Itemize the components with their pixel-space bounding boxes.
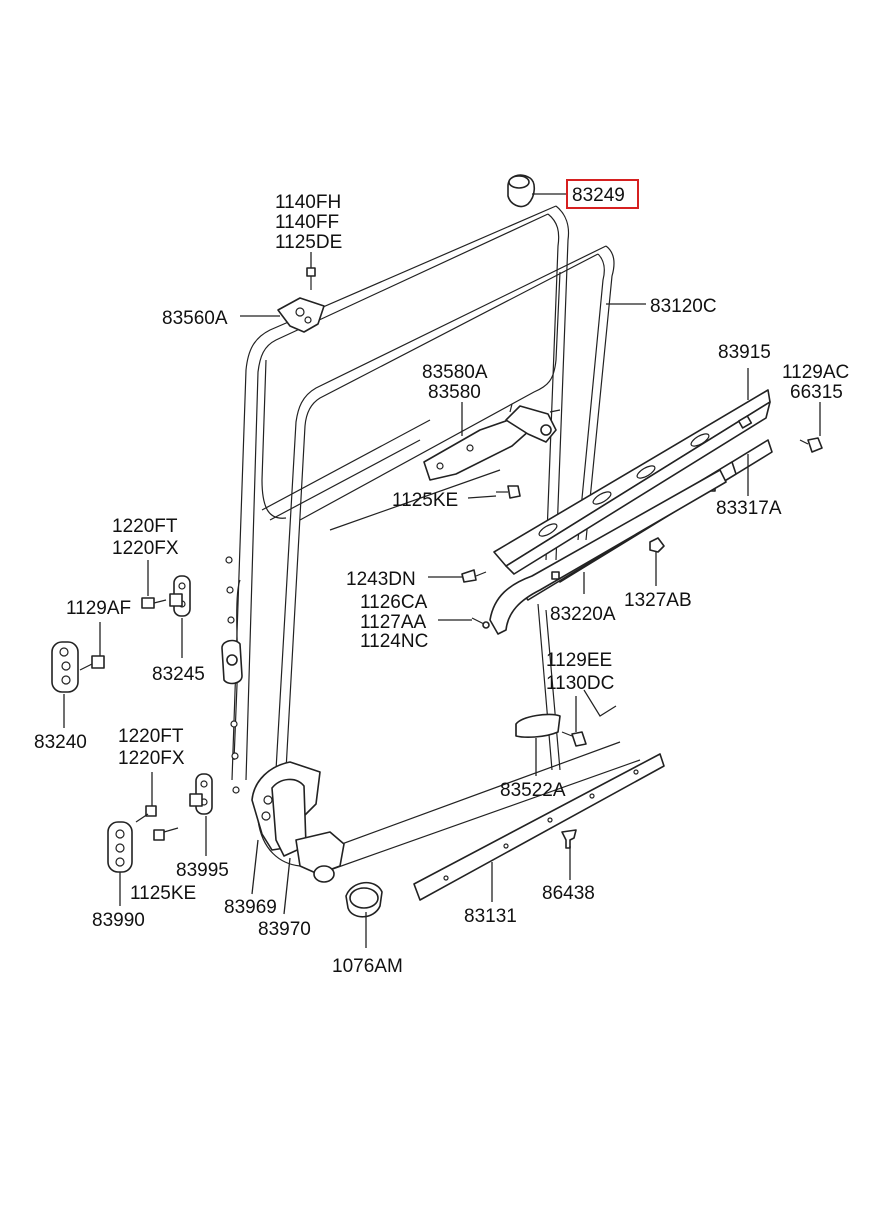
- label-83120C[interactable]: 83120C: [650, 296, 717, 317]
- door-seal-83120C: [275, 245, 615, 771]
- label-1130DC[interactable]: 1130DC: [546, 673, 614, 694]
- label-83990[interactable]: 83990: [92, 910, 145, 931]
- bolt-1220FT-top: [141, 597, 167, 609]
- part-83131-rail: [413, 753, 665, 901]
- part-86438-clip: [561, 829, 577, 849]
- part-83522A-block: [515, 713, 561, 738]
- bolt-1129EE: [561, 731, 587, 747]
- part-labels: 83249 1140FH 1140FF 1125DE 83560A 83120C…: [34, 185, 849, 977]
- label-83245[interactable]: 83245: [152, 664, 205, 685]
- bolt-1125KE-bot: [153, 827, 179, 841]
- label-83522A[interactable]: 83522A: [500, 780, 566, 801]
- label-1125DE[interactable]: 1125DE: [275, 232, 342, 253]
- label-66315[interactable]: 66315: [790, 382, 843, 403]
- part-1076AM-grommet: [345, 881, 383, 918]
- label-83220A[interactable]: 83220A: [550, 604, 616, 625]
- label-83240[interactable]: 83240: [34, 732, 87, 753]
- bolt-1243DN: [461, 569, 487, 583]
- part-83249-cap: [507, 174, 536, 208]
- label-83580[interactable]: 83580: [428, 382, 481, 403]
- part-83915-rail: [493, 389, 771, 575]
- leader-lines: [63, 193, 821, 948]
- label-83560A[interactable]: 83560A: [162, 308, 228, 329]
- highlight-box-83249: [566, 179, 639, 209]
- label-1125KE-top[interactable]: 1125KE: [392, 490, 458, 511]
- label-1220FT-bot[interactable]: 1220FT: [118, 726, 184, 747]
- door-frame-lines: [233, 419, 641, 871]
- label-1140FF[interactable]: 1140FF: [275, 212, 339, 233]
- part-83240-hinge: [51, 641, 79, 693]
- part-83990-hinge: [107, 821, 133, 873]
- label-83580A[interactable]: 83580A: [422, 362, 488, 383]
- label-86438[interactable]: 86438: [542, 883, 595, 904]
- screw-1125DE: [306, 267, 316, 290]
- part-83245-hinge: [169, 575, 191, 617]
- bolt-1129AC: [799, 437, 823, 453]
- part-83995-hinge: [189, 773, 213, 815]
- label-1129AC[interactable]: 1129AC: [782, 362, 849, 383]
- label-83995[interactable]: 83995: [176, 860, 229, 881]
- label-1327AB[interactable]: 1327AB: [624, 590, 692, 611]
- bolt-1220FT-bot: [135, 805, 157, 823]
- door-holes: [225, 556, 240, 794]
- door-handle-bracket: [221, 639, 243, 685]
- label-1220FT-top[interactable]: 1220FT: [112, 516, 178, 537]
- label-1220FX-top[interactable]: 1220FX: [112, 538, 179, 559]
- label-1220FX-bot[interactable]: 1220FX: [118, 748, 185, 769]
- label-1129AF[interactable]: 1129AF: [66, 598, 131, 619]
- bolt-1129AF: [79, 655, 105, 671]
- label-83970[interactable]: 83970: [258, 919, 311, 940]
- label-1129EE[interactable]: 1129EE: [546, 650, 612, 671]
- label-1140FH[interactable]: 1140FH: [275, 192, 341, 213]
- label-83915[interactable]: 83915: [718, 342, 771, 363]
- label-1243DN[interactable]: 1243DN: [346, 569, 416, 590]
- label-83969[interactable]: 83969: [224, 897, 277, 918]
- label-1076AM[interactable]: 1076AM: [332, 956, 403, 977]
- label-83249[interactable]: 83249: [572, 185, 625, 206]
- label-83131[interactable]: 83131: [464, 906, 517, 927]
- label-1127AA[interactable]: 1127AA: [360, 612, 427, 633]
- part-83969-83970-hinge-assembly: [251, 761, 345, 883]
- label-1126CA[interactable]: 1126CA: [360, 592, 428, 613]
- screw-1126CA: [471, 617, 490, 629]
- part-83580-latch: [423, 403, 561, 481]
- part-83560A-bracket: [277, 297, 325, 333]
- label-83317A[interactable]: 83317A: [716, 498, 782, 519]
- bolt-1125KE-top: [496, 485, 521, 499]
- label-1125KE-bot[interactable]: 1125KE: [130, 883, 196, 904]
- nut-1327AB: [649, 537, 665, 553]
- door-weatherstrip-outer: [231, 205, 570, 781]
- label-1124NC[interactable]: 1124NC: [360, 631, 428, 652]
- part-83220A-arm: [489, 469, 727, 635]
